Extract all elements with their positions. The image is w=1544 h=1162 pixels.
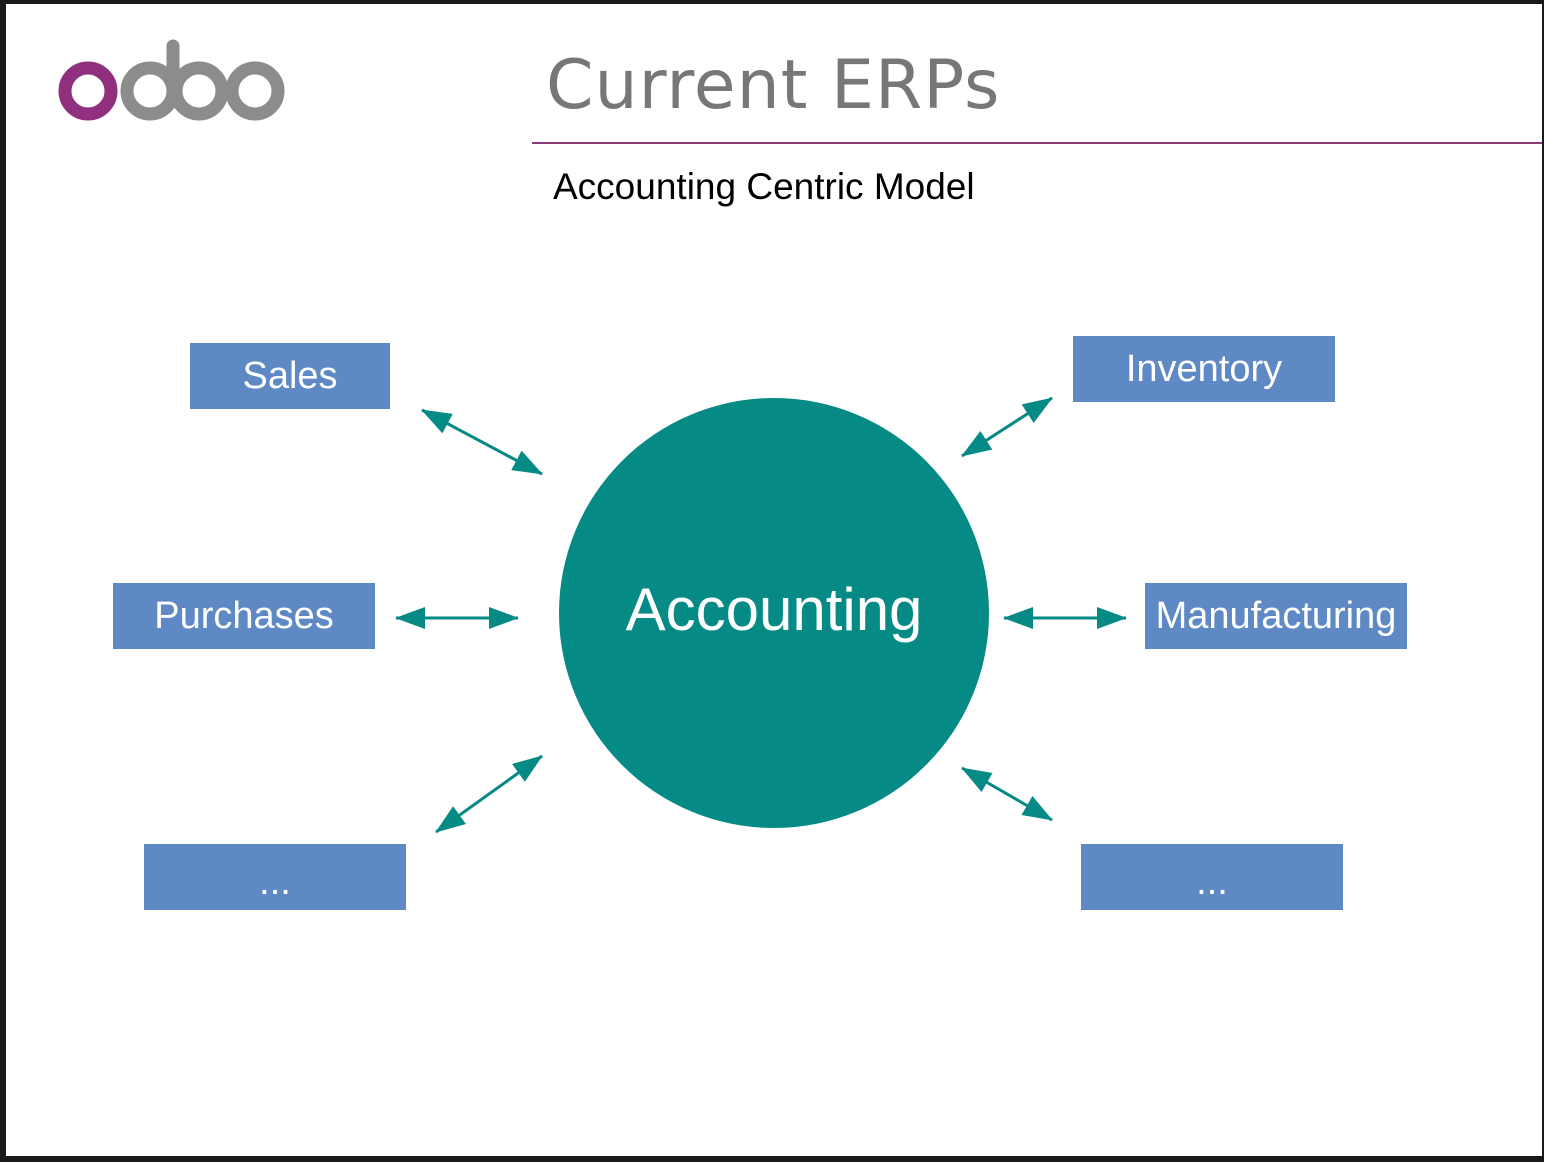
arrow-left-more — [435, 754, 543, 834]
title-divider — [532, 142, 1542, 144]
module-inventory: Inventory — [1073, 336, 1335, 402]
slide: Current ERPs Accounting Centric Model Ac… — [6, 4, 1542, 1156]
slide-subtitle: Accounting Centric Model — [553, 166, 975, 207]
slide-title: Current ERPs — [546, 46, 1001, 125]
arrow-inventory — [961, 396, 1053, 458]
module-manufacturing: Manufacturing — [1145, 583, 1407, 649]
module-left-more: ... — [144, 844, 406, 910]
module-sales: Sales — [190, 343, 390, 409]
module-purchases: Purchases — [113, 583, 375, 649]
arrow-right-more — [961, 766, 1053, 822]
accounting-hub: Accounting — [559, 398, 989, 828]
odoo-logo — [58, 39, 285, 121]
module-right-more: ... — [1081, 844, 1343, 910]
arrow-sales — [421, 408, 543, 476]
accounting-label: Accounting — [625, 575, 923, 643]
